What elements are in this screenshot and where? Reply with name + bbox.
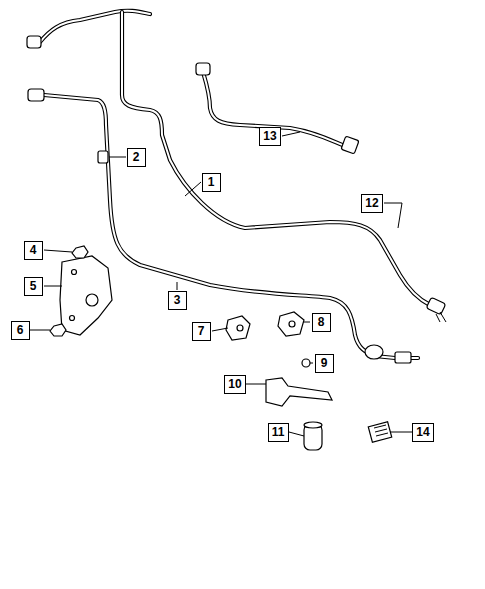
callout-number: 13 <box>263 129 276 143</box>
callout-box: 12 <box>361 194 383 213</box>
callout-box: 5 <box>24 277 43 296</box>
callout-number: 6 <box>17 323 24 337</box>
callout-box: 2 <box>127 148 146 167</box>
callout-box: 8 <box>312 313 331 332</box>
callout-box: 4 <box>24 241 43 260</box>
callout-number: 11 <box>272 425 285 439</box>
callout-box: 3 <box>168 291 187 310</box>
callout-box: 1 <box>202 173 221 192</box>
callout-box: 14 <box>412 423 434 442</box>
callout-number: 8 <box>318 315 325 329</box>
callout-box: 13 <box>259 127 281 146</box>
callout-box: 7 <box>192 322 211 341</box>
callout-number: 10 <box>228 377 241 391</box>
callout-number: 2 <box>133 150 140 164</box>
callout-box: 10 <box>224 375 246 394</box>
callout-number: 3 <box>174 293 181 307</box>
callout-number: 5 <box>30 279 37 293</box>
callout-number: 1 <box>208 175 215 189</box>
callout-box: 6 <box>11 321 30 340</box>
callout-number: 7 <box>198 324 205 338</box>
callout-number: 12 <box>365 196 378 210</box>
callout-box: 9 <box>315 354 334 373</box>
callout-number: 14 <box>416 425 429 439</box>
callout-number: 4 <box>30 243 37 257</box>
callout-box: 11 <box>268 423 289 442</box>
callout-number: 9 <box>321 356 328 370</box>
